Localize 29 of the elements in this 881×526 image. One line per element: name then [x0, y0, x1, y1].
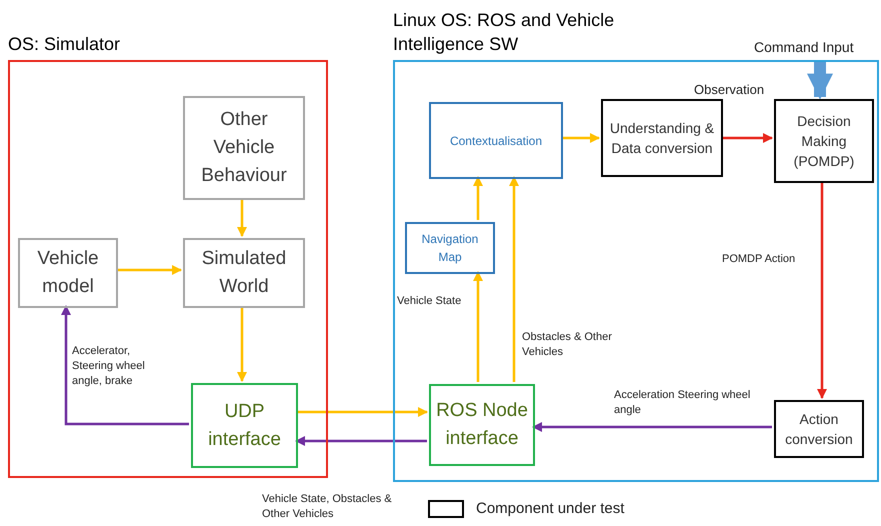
group-heading: OS: Simulator: [8, 33, 122, 56]
arrow: [61, 305, 189, 426]
process-box: Other Vehicle Behaviour: [183, 96, 305, 200]
arrow: [561, 133, 600, 143]
arrow: [532, 422, 772, 432]
arrow: [817, 181, 827, 399]
process-box: Simulated World: [183, 238, 305, 308]
arrow: [237, 198, 247, 237]
arrow: [296, 407, 428, 417]
component-box: Understanding & Data conversion: [601, 99, 723, 177]
note-label: Observation: [694, 81, 764, 99]
arrow: [721, 133, 773, 143]
process-box: Vehicle model: [18, 238, 118, 308]
arrow: [237, 306, 247, 382]
arrow: [807, 62, 833, 100]
component-box: Action conversion: [774, 400, 864, 458]
component-box: Decision Making (POMDP): [774, 99, 874, 183]
arrow: [295, 436, 427, 446]
interface-box: ROS Node interface: [429, 384, 535, 466]
process-box: Contextualisation: [429, 102, 563, 179]
edge-label: Command Input: [754, 40, 854, 55]
process-box: Navigation Map: [405, 222, 495, 274]
arrow: [509, 176, 519, 382]
arrow: [116, 265, 182, 275]
interface-box: UDP interface: [191, 383, 298, 468]
arrow: [473, 176, 483, 220]
group-heading: Linux OS: ROS and Vehicle Intelligence SW: [393, 9, 616, 56]
arrow: [473, 271, 483, 382]
legend-text: Component under test: [476, 499, 624, 519]
